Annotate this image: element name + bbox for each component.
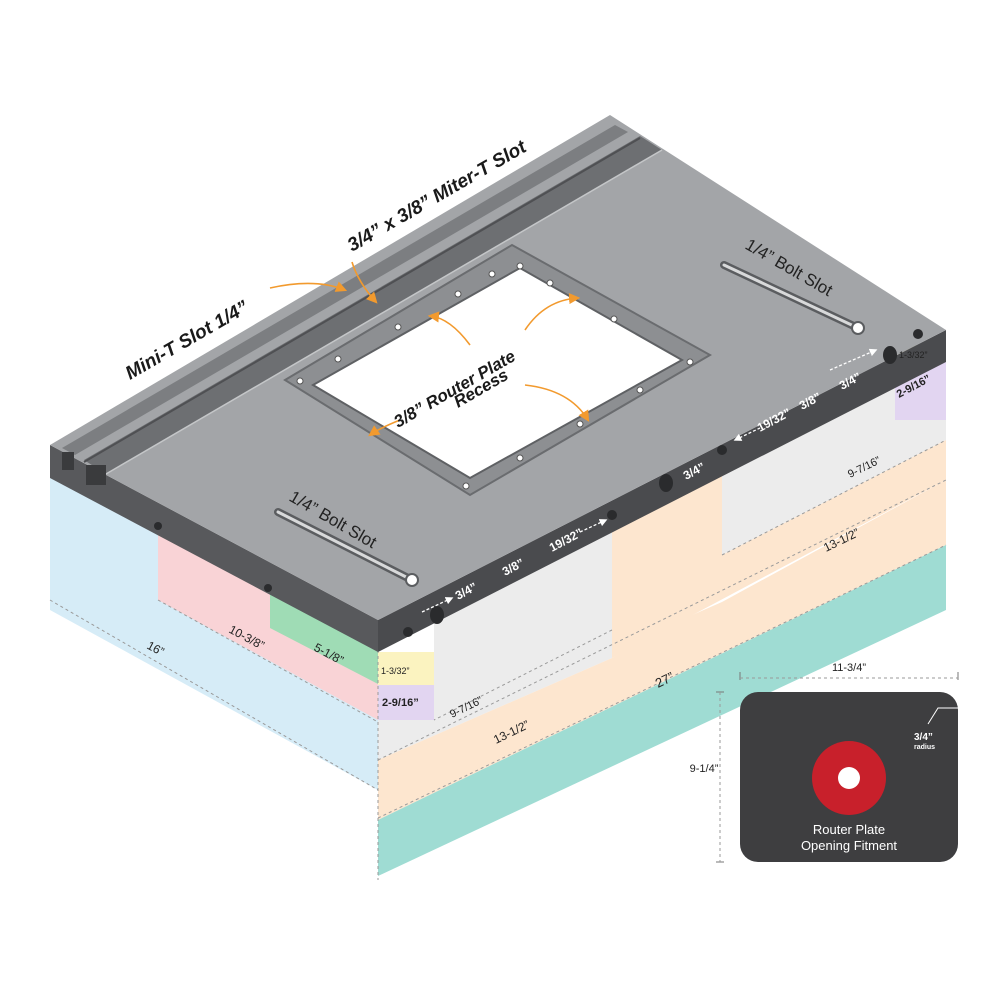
mini-t-slot-notch bbox=[62, 452, 74, 470]
plate-corner-label: 3/4” bbox=[914, 732, 933, 743]
side-band-peach bbox=[612, 440, 946, 658]
band-5-1-8-green bbox=[270, 592, 378, 684]
callout-arrows bbox=[269, 261, 590, 437]
plate-height-label: 9-1/4” bbox=[690, 763, 719, 775]
plate-caption-2: Opening Fitment bbox=[801, 838, 897, 853]
edge-holes bbox=[154, 329, 923, 637]
plate-corner-sub: radius bbox=[914, 744, 935, 751]
bolt-slot-front bbox=[274, 508, 419, 587]
band-13-1-2-peach bbox=[378, 480, 946, 820]
miter-t-slot bbox=[84, 136, 662, 474]
side-dim-1-3-32: 1-3/32” bbox=[899, 350, 928, 360]
front-dim-1-3-32: 1-3/32” bbox=[381, 666, 410, 676]
band-grey-lower bbox=[378, 630, 612, 760]
band-9-7-16-grey bbox=[434, 520, 612, 720]
band-10-3-8-pink bbox=[158, 535, 378, 720]
plate-center-hole bbox=[838, 767, 860, 789]
plate-width-label: 11-3/4” bbox=[832, 662, 866, 674]
front-dim-2-9-16: 2-9/16” bbox=[382, 697, 419, 709]
miter-t-slot-notch bbox=[86, 465, 106, 485]
band-2-9-16-purple bbox=[378, 685, 434, 720]
front-dim-27: 27” bbox=[653, 669, 676, 691]
table-front-edge bbox=[50, 445, 378, 652]
router-table bbox=[50, 115, 946, 652]
dimension-guides bbox=[49, 439, 947, 880]
front-bands bbox=[50, 478, 946, 876]
plate-caption-1: Router Plate bbox=[813, 822, 885, 837]
side-band-grey bbox=[722, 340, 946, 555]
band-1-3-32-yellow bbox=[378, 652, 434, 685]
recess-screw-holes bbox=[296, 262, 694, 490]
band-27-teal bbox=[378, 545, 946, 876]
band-16-blue bbox=[50, 478, 378, 790]
table-right-edge bbox=[378, 330, 946, 652]
bolt-slot-back bbox=[720, 261, 865, 335]
router-plate-opening bbox=[311, 266, 685, 480]
router-plate-inset: 11-3/4” 9-1/4” 3/4” radius Router Plate … bbox=[690, 662, 959, 863]
